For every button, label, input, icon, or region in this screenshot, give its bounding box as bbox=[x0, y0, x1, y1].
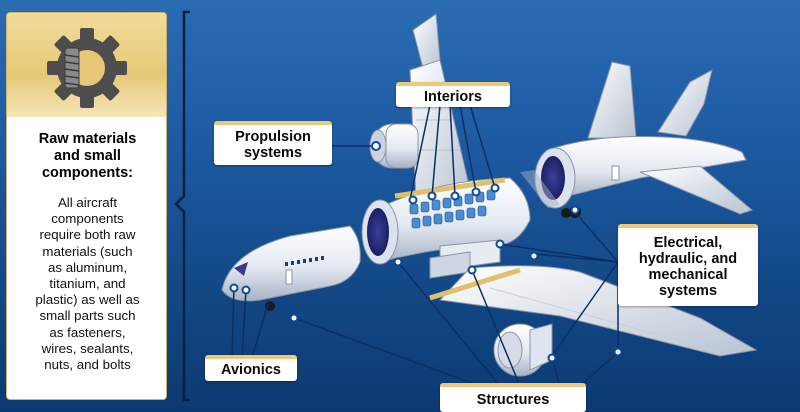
panel-header bbox=[7, 13, 166, 117]
label-avionics-text: Avionics bbox=[221, 362, 281, 378]
dot-interiors-1 bbox=[408, 195, 418, 205]
dot-avionics-1 bbox=[229, 283, 239, 293]
mid-fuselage bbox=[361, 177, 531, 279]
panel-title-line-1: Raw materials bbox=[38, 131, 137, 147]
label-propulsion-line-2: systems bbox=[243, 145, 303, 161]
panel-line: as aluminum, bbox=[47, 259, 128, 275]
panel-title-line-2: and small bbox=[54, 148, 121, 164]
panel-title: Raw materials and small components: bbox=[15, 131, 160, 182]
panel-line: small parts such bbox=[39, 308, 136, 324]
connector-lines bbox=[231, 104, 619, 387]
dot-structures-mid bbox=[393, 257, 403, 267]
panel-description: All aircraft components require both raw… bbox=[15, 195, 160, 373]
lower-wing bbox=[429, 265, 758, 377]
raw-materials-panel: Raw materials and small components: All … bbox=[6, 12, 167, 400]
dot-electrical-mid bbox=[495, 239, 505, 249]
dot-structures-wing bbox=[467, 265, 477, 275]
dot-propulsion bbox=[371, 141, 381, 151]
brace-bracket bbox=[174, 10, 190, 402]
dot-interiors-2 bbox=[427, 191, 437, 201]
dot-electrical-tail bbox=[570, 205, 580, 215]
label-interiors: Interiors bbox=[396, 82, 510, 107]
dot-structures-nose bbox=[289, 313, 299, 323]
panel-line: All aircraft bbox=[57, 195, 118, 210]
tail-section bbox=[520, 61, 754, 218]
dot-interiors-4 bbox=[471, 187, 481, 197]
connector-dots bbox=[229, 141, 623, 363]
label-structures-text: Structures bbox=[476, 391, 550, 408]
dot-electrical-wing bbox=[529, 251, 539, 261]
panel-title-line-3: components: bbox=[41, 165, 134, 181]
panel-line: plastic) as well as bbox=[35, 292, 140, 308]
label-structures: Structures bbox=[440, 383, 586, 412]
dot-structures-engine bbox=[547, 353, 557, 363]
label-propulsion-line-1: Propulsion bbox=[235, 129, 311, 145]
label-electrical-line-1: Electrical, bbox=[653, 235, 723, 251]
dot-interiors-5 bbox=[490, 183, 500, 193]
dot-interiors-3 bbox=[450, 191, 460, 201]
label-electrical-line-4: systems bbox=[658, 283, 718, 299]
label-electrical-systems: Electrical, hydraulic, and mechanical sy… bbox=[618, 224, 758, 306]
panel-line: components bbox=[51, 211, 124, 227]
panel-line: titanium, and bbox=[49, 276, 126, 292]
panel-line: wires, sealants, bbox=[41, 340, 134, 356]
gear-with-bolt-icon bbox=[46, 27, 128, 109]
label-electrical-line-2: hydraulic, and bbox=[638, 251, 738, 267]
panel-line: as fasteners, bbox=[49, 324, 126, 340]
panel-line: nuts, and bolts bbox=[44, 357, 131, 373]
dot-structures-tip bbox=[613, 347, 623, 357]
label-interiors-text: Interiors bbox=[423, 88, 482, 105]
dot-avionics-2 bbox=[241, 285, 251, 295]
nose-section bbox=[221, 225, 361, 311]
panel-line: materials (such bbox=[42, 243, 133, 259]
label-avionics: Avionics bbox=[205, 355, 297, 381]
label-electrical-line-3: mechanical bbox=[648, 267, 728, 283]
panel-line: require both raw bbox=[39, 227, 136, 243]
label-propulsion-systems: Propulsion systems bbox=[214, 121, 332, 165]
